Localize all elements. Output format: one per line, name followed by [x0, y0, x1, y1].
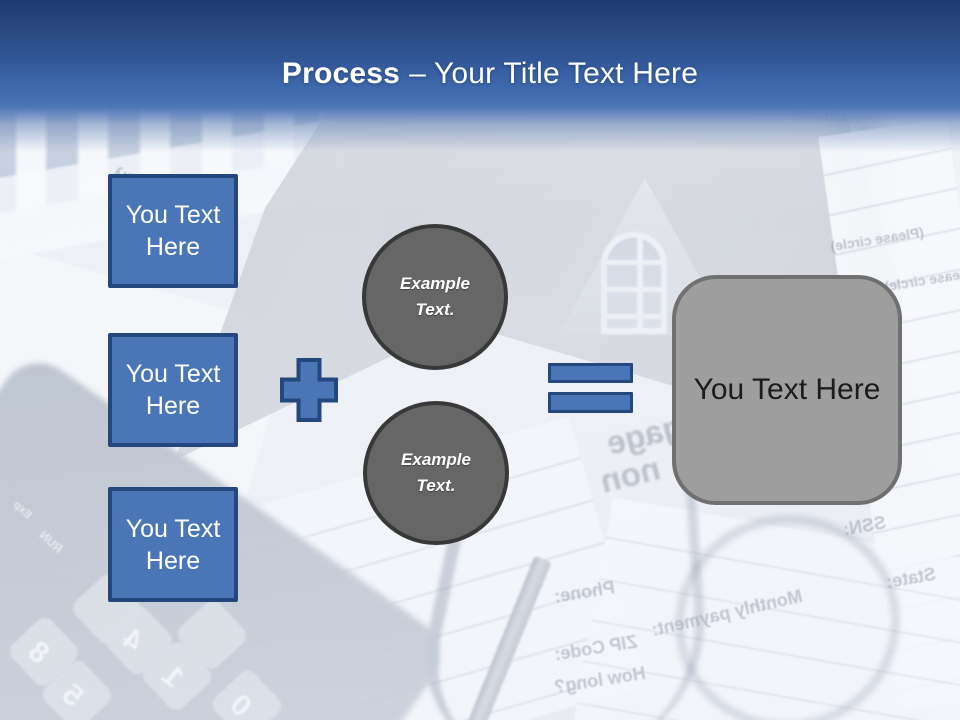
- input-box-1-label: You Text Here: [125, 201, 221, 261]
- input-box-1[interactable]: You Text Here: [108, 174, 238, 288]
- title-rest: – Your Title Text Here: [409, 57, 699, 90]
- result-box[interactable]: You Text Here: [672, 275, 902, 505]
- example-circle-1[interactable]: Example Text.: [362, 224, 508, 370]
- example-circle-2-label: Example Text.: [401, 449, 471, 495]
- result-box-label: You Text Here: [693, 373, 881, 406]
- input-box-3-label: You Text Here: [125, 514, 221, 575]
- input-box-2[interactable]: You Text Here: [108, 333, 238, 447]
- input-box-2-label: You Text Here: [125, 360, 221, 420]
- title-emphasis: Process: [281, 57, 401, 90]
- plus-sign-shape[interactable]: [280, 358, 338, 422]
- input-box-3[interactable]: You Text Here: [108, 487, 238, 602]
- slide-title[interactable]: Process– Your Title Text Here: [10, 57, 960, 91]
- equals-icon[interactable]: [548, 363, 633, 383]
- equals-icon[interactable]: [548, 392, 633, 413]
- example-circle-2[interactable]: Example Text.: [363, 401, 509, 545]
- title-band: Process– Your Title Text Here: [0, 0, 960, 152]
- plus-icon: [280, 358, 338, 422]
- example-circle-1-label: Example Text.: [400, 273, 470, 319]
